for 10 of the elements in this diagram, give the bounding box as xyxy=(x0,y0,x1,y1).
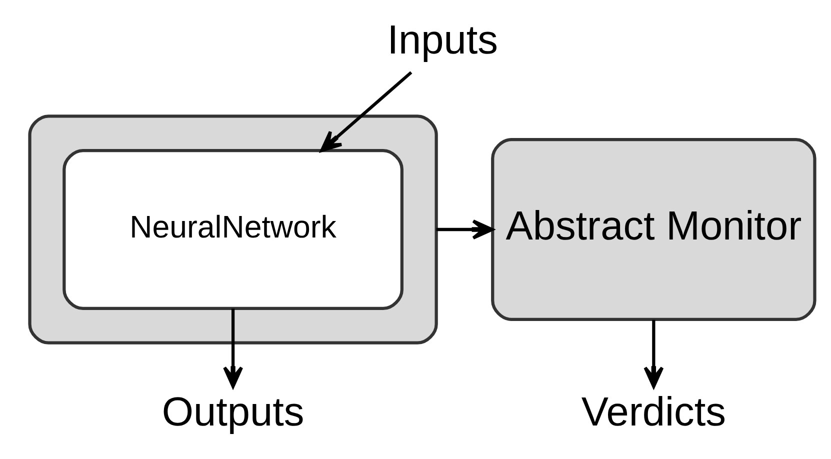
arrow xyxy=(436,220,494,240)
node-text: Outputs xyxy=(161,388,304,434)
arrow xyxy=(643,320,664,388)
node-text: Inputs xyxy=(386,16,498,62)
arrow xyxy=(320,71,412,152)
node-text: Verdicts xyxy=(580,388,726,434)
cluster xyxy=(28,114,438,344)
arrow xyxy=(222,308,243,388)
node-box: NeuralNetwork xyxy=(62,148,403,310)
node-box: Abstract Monitor xyxy=(490,138,816,321)
